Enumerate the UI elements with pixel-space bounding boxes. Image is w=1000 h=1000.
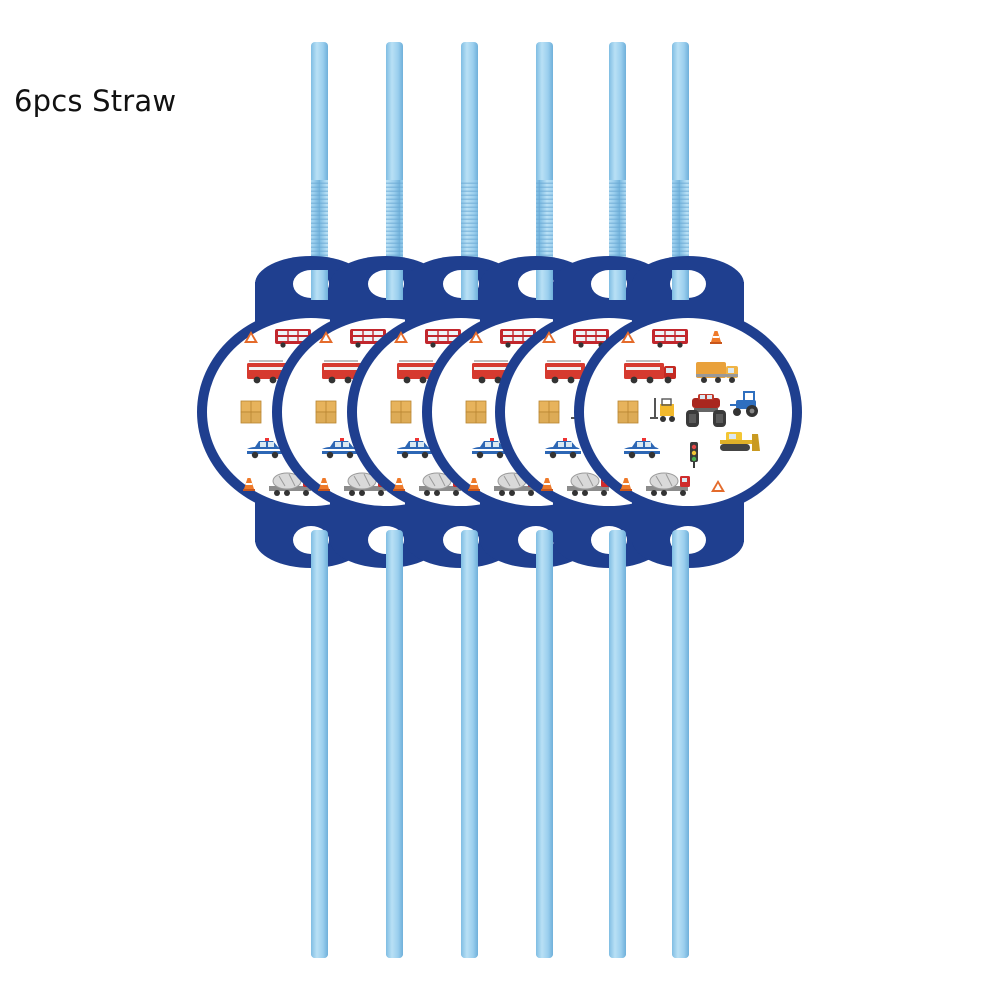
straw-1	[197, 42, 425, 958]
product-caption: 6pcs Straw	[14, 84, 177, 118]
straw-2	[272, 42, 500, 958]
straw-4	[422, 42, 650, 958]
straw-3	[347, 42, 575, 958]
straw-5	[495, 42, 723, 958]
straw-6	[574, 42, 802, 958]
